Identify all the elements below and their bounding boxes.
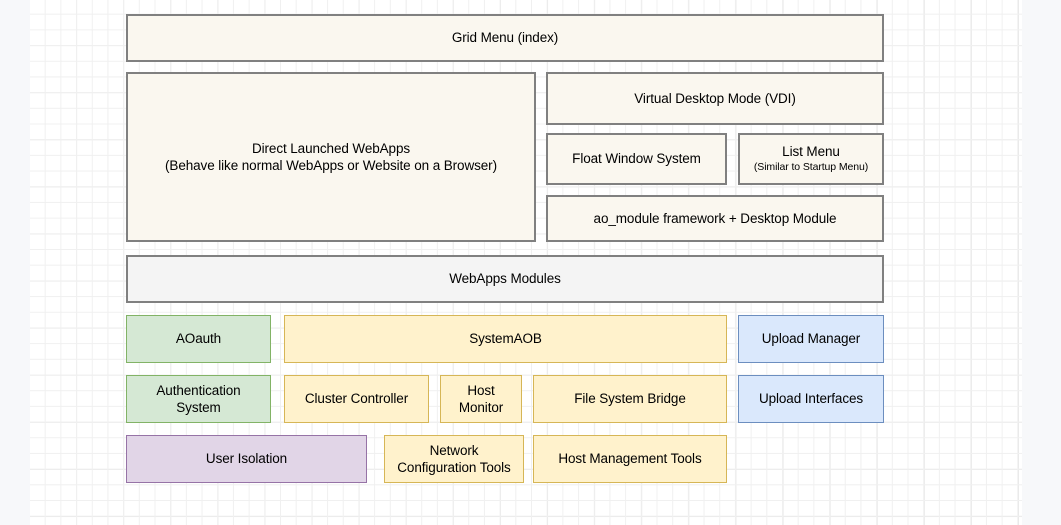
node-host-monitor[interactable]: Host Monitor <box>440 375 522 423</box>
node-cluster-controller-label: Cluster Controller <box>304 391 409 407</box>
node-direct-launched-webapps-label2: (Behave like normal WebApps or Website o… <box>165 158 497 173</box>
right-gutter <box>1022 0 1061 525</box>
node-webapps-modules[interactable]: WebApps Modules <box>126 255 884 303</box>
node-file-system-bridge[interactable]: File System Bridge <box>533 375 727 423</box>
node-webapps-modules-label: WebApps Modules <box>449 271 561 287</box>
node-list-menu-label: List Menu <box>782 144 840 160</box>
node-host-monitor-label: Host <box>467 382 495 398</box>
node-virtual-desktop-mode-label: Virtual Desktop Mode (VDI) <box>634 90 796 106</box>
node-authentication-system[interactable]: Authentication System <box>126 375 271 423</box>
node-authentication-system-label: Authentication <box>156 382 241 398</box>
node-host-management-tools[interactable]: Host Management Tools <box>533 435 727 483</box>
node-ao-module-framework-label: ao_module framework + Desktop Module <box>593 210 837 226</box>
node-host-management-tools-label: Host Management Tools <box>558 451 702 467</box>
node-direct-launched-webapps-label: Direct Launched WebApps <box>251 140 411 156</box>
node-aoauth-label: AOauth <box>175 331 222 347</box>
node-authentication-system-label2: System <box>176 400 221 415</box>
node-system-aob-label: SystemAOB <box>469 331 542 347</box>
node-user-isolation-label: User Isolation <box>205 451 288 467</box>
node-upload-interfaces-label: Upload Interfaces <box>758 391 864 407</box>
node-aoauth[interactable]: AOauth <box>126 315 271 363</box>
node-system-aob[interactable]: SystemAOB <box>284 315 727 363</box>
node-ao-module-framework[interactable]: ao_module framework + Desktop Module <box>546 195 884 242</box>
node-direct-launched-webapps[interactable]: Direct Launched WebApps (Behave like nor… <box>126 72 536 242</box>
node-upload-manager[interactable]: Upload Manager <box>738 315 884 363</box>
node-list-menu-sublabel: (Similar to Startup Menu) <box>753 161 869 174</box>
node-file-system-bridge-label: File System Bridge <box>574 391 686 407</box>
node-network-configuration-tools-label2: Configuration Tools <box>397 460 511 475</box>
node-virtual-desktop-mode[interactable]: Virtual Desktop Mode (VDI) <box>546 72 884 125</box>
node-upload-manager-label: Upload Manager <box>761 331 861 347</box>
node-user-isolation[interactable]: User Isolation <box>126 435 367 483</box>
node-float-window-system-label: Float Window System <box>572 151 701 167</box>
node-grid-menu-label: Grid Menu (index) <box>451 30 559 46</box>
node-float-window-system[interactable]: Float Window System <box>546 133 727 185</box>
node-list-menu[interactable]: List Menu (Similar to Startup Menu) <box>738 133 884 185</box>
node-host-monitor-label2: Monitor <box>458 400 504 415</box>
node-cluster-controller[interactable]: Cluster Controller <box>284 375 429 423</box>
node-grid-menu[interactable]: Grid Menu (index) <box>126 14 884 62</box>
node-upload-interfaces[interactable]: Upload Interfaces <box>738 375 884 423</box>
node-network-configuration-tools[interactable]: Network Configuration Tools <box>384 435 524 483</box>
left-gutter <box>0 0 30 525</box>
node-network-configuration-tools-label: Network <box>429 442 479 458</box>
